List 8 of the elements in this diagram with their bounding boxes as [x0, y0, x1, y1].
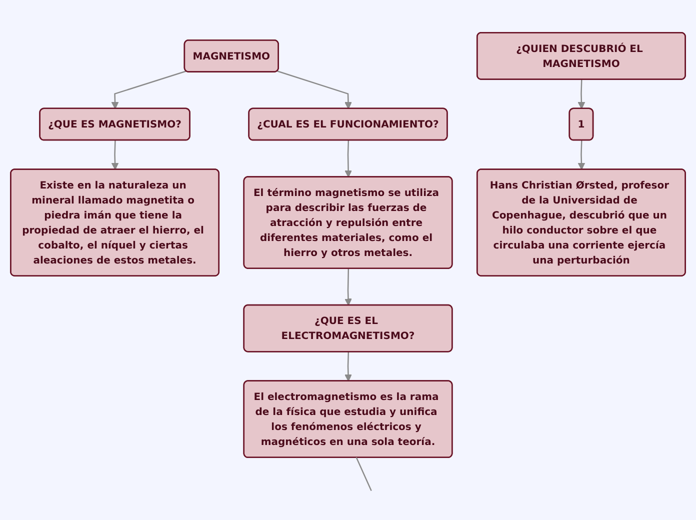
- arrow: [277, 70, 352, 110]
- arrow: [111, 70, 186, 110]
- arrow: [111, 140, 119, 170]
- arrow: [344, 268, 352, 306]
- arrow: [344, 352, 352, 382]
- arrow: [344, 140, 352, 178]
- arrow: [578, 140, 586, 170]
- arrow: [578, 80, 586, 110]
